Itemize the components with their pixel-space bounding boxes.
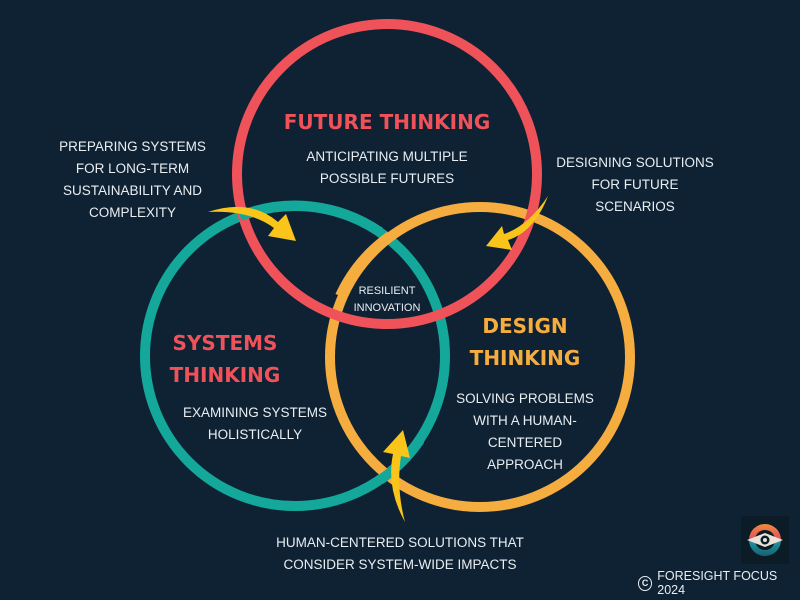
copyright-footer: C FORESIGHT FOCUS 2024: [638, 569, 800, 597]
curved-arrow-icon: [208, 206, 296, 241]
systems-thinking-description: EXAMINING SYSTEMS HOLISTICALLY: [160, 402, 350, 446]
description-line: WITH A HUMAN-: [473, 413, 577, 428]
description-line: ANTICIPATING MULTIPLE: [306, 149, 468, 164]
title-line: THINKING: [169, 363, 281, 387]
description-line: SOLVING PROBLEMS: [456, 391, 594, 406]
annotation-future-systems: PREPARING SYSTEMS FOR LONG-TERM SUSTAINA…: [40, 136, 225, 224]
copyright-icon: C: [638, 575, 653, 591]
description-line: CENTERED: [487, 435, 563, 450]
foresight-eye-logo-icon: [741, 516, 789, 564]
future-thinking-circle: [232, 19, 542, 329]
curved-arrow-icon: [486, 196, 548, 250]
annotation-line: FOR FUTURE: [591, 177, 679, 192]
design-thinking-circle: [325, 202, 635, 512]
annotation-line: HUMAN-CENTERED SOLUTIONS THAT: [276, 535, 524, 550]
systems-circle-lower-segment: [377, 437, 425, 485]
curved-arrow-icon: [383, 430, 410, 522]
design-thinking-title: DESIGN THINKING: [440, 310, 610, 374]
design-thinking-description: SOLVING PROBLEMS WITH A HUMAN- CENTERED …: [430, 388, 620, 476]
design-circle-overlap-segment: [335, 231, 393, 299]
center-line: RESILIENT: [358, 285, 416, 297]
footer-text: FORESIGHT FOCUS 2024: [657, 569, 778, 597]
annotation-line: PREPARING SYSTEMS: [59, 139, 206, 154]
future-thinking-description: ANTICIPATING MULTIPLE POSSIBLE FUTURES: [237, 146, 537, 190]
title-line: SYSTEMS: [172, 331, 278, 355]
annotation-line: COMPLEXITY: [88, 205, 177, 220]
center-line: INNOVATION: [353, 302, 421, 314]
systems-thinking-title: SYSTEMS THINKING: [140, 327, 310, 391]
annotation-line: DESIGNING SOLUTIONS: [556, 155, 714, 170]
future-thinking-title: FUTURE THINKING: [283, 110, 491, 134]
title-line: THINKING: [469, 346, 581, 370]
annotation-line: CONSIDER SYSTEM-WIDE IMPACTS: [283, 557, 517, 572]
description-line: POSSIBLE FUTURES: [319, 171, 455, 186]
annotation-line: SCENARIOS: [595, 199, 675, 214]
annotation-line: SUSTAINABILITY AND: [62, 183, 203, 198]
description-line: HOLISTICALLY: [207, 427, 303, 442]
description-line: EXAMINING SYSTEMS: [182, 405, 328, 420]
resilient-innovation-label: RESILIENT INNOVATION: [337, 283, 437, 317]
description-line: APPROACH: [487, 457, 563, 472]
annotation-systems-design: HUMAN-CENTERED SOLUTIONS THAT CONSIDER S…: [260, 532, 540, 576]
title-line: DESIGN: [482, 314, 568, 338]
annotation-future-design: DESIGNING SOLUTIONS FOR FUTURE SCENARIOS: [535, 152, 735, 218]
annotation-line: FOR LONG-TERM: [75, 161, 190, 176]
